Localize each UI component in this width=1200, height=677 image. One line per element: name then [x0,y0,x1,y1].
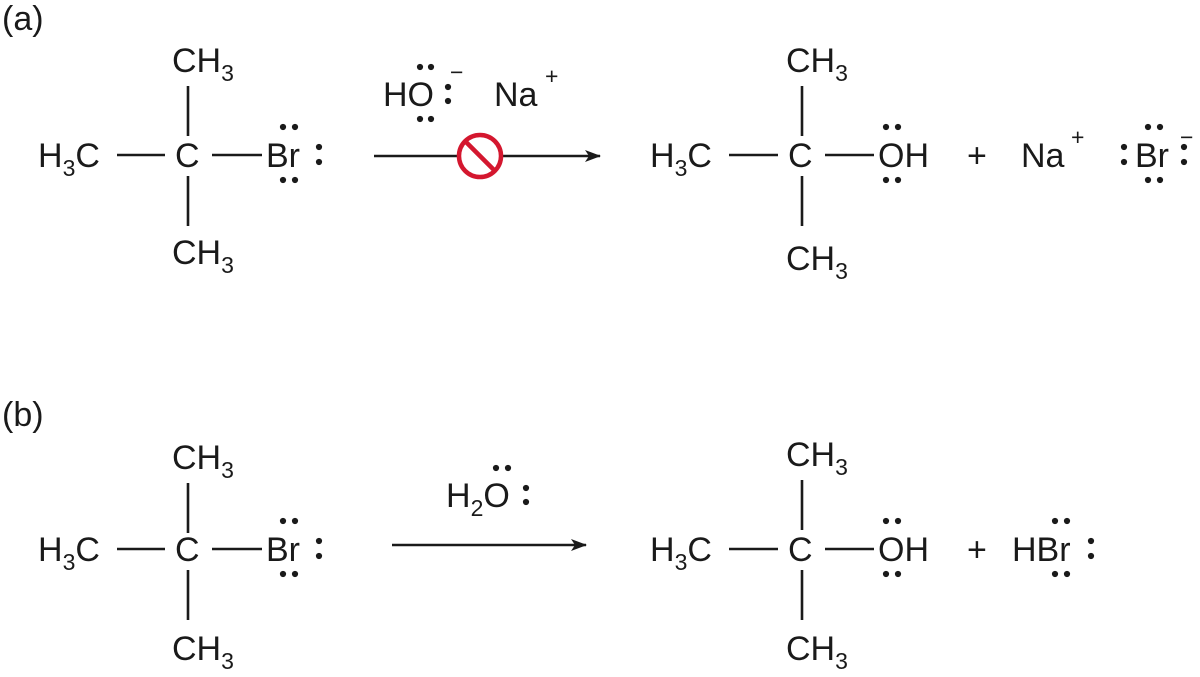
hydroxyl-group: OH [878,137,929,175]
bromide-charge: − [1180,124,1193,150]
prohibition-icon [456,132,504,180]
hydroxyl-group: OH [878,531,929,569]
methyl-left: H3C [38,137,100,181]
sodium-charge: + [545,63,558,89]
sodium-ion: Na [494,76,538,114]
lone-pairs-icon [1120,123,1188,184]
methyl-top: CH3 [786,42,848,86]
sodium-ion: Na [1021,137,1065,175]
methyl-bottom: CH3 [786,240,848,284]
plus-sign: + [967,137,987,175]
lone-pairs-icon [279,517,323,578]
hydroxide-charge: − [450,59,463,85]
methyl-bottom: CH3 [786,630,848,674]
bromine-atom: Br [266,137,300,175]
lone-pairs-icon [416,63,452,123]
methyl-left: H3C [38,531,100,575]
plus-sign: + [967,531,987,569]
panel-label: (a) [2,0,44,38]
central-carbon: C [788,531,813,569]
byproducts: Na + Br − [1021,123,1193,184]
methyl-top: CH3 [172,439,234,483]
methyl-top: CH3 [786,436,848,480]
blocked-reaction-arrow [374,132,601,180]
product-structure: CH3 H3C C OH CH3 [650,436,929,674]
sodium-charge: + [1071,124,1084,150]
reagents: HO − Na + [383,59,558,123]
byproducts: HBr [1012,517,1095,578]
panel-b: (b) CH3 H3C C Br CH3 H2O [2,396,1095,674]
reactant-structure: CH3 H3C C Br CH3 [38,42,323,278]
lone-pairs-icon [882,123,902,184]
methyl-bottom: CH3 [172,630,234,674]
bromide-ion: Br [1135,137,1169,175]
bromine-atom: Br [266,531,300,569]
methyl-top: CH3 [172,42,234,86]
lone-pairs-icon [492,464,530,506]
hydroxide-ion: HO [383,76,434,114]
water-molecule: H2O [446,477,510,521]
product-structure: CH3 H3C C OH CH3 [650,42,929,284]
panel-a: (a) CH3 H3C C Br CH3 HO − [2,0,1193,284]
panel-label: (b) [2,396,44,434]
methyl-left: H3C [650,137,712,181]
methyl-left: H3C [650,531,712,575]
reagents: H2O [446,464,530,521]
reactant-structure: CH3 H3C C Br CH3 [38,439,323,674]
lone-pairs-icon [882,517,902,578]
central-carbon: C [788,137,813,175]
lone-pairs-icon [279,123,323,184]
central-carbon: C [175,137,200,175]
hydrogen-bromide: HBr [1012,531,1071,569]
methyl-bottom: CH3 [172,234,234,278]
lone-pairs-icon [1051,517,1095,578]
central-carbon: C [175,531,200,569]
